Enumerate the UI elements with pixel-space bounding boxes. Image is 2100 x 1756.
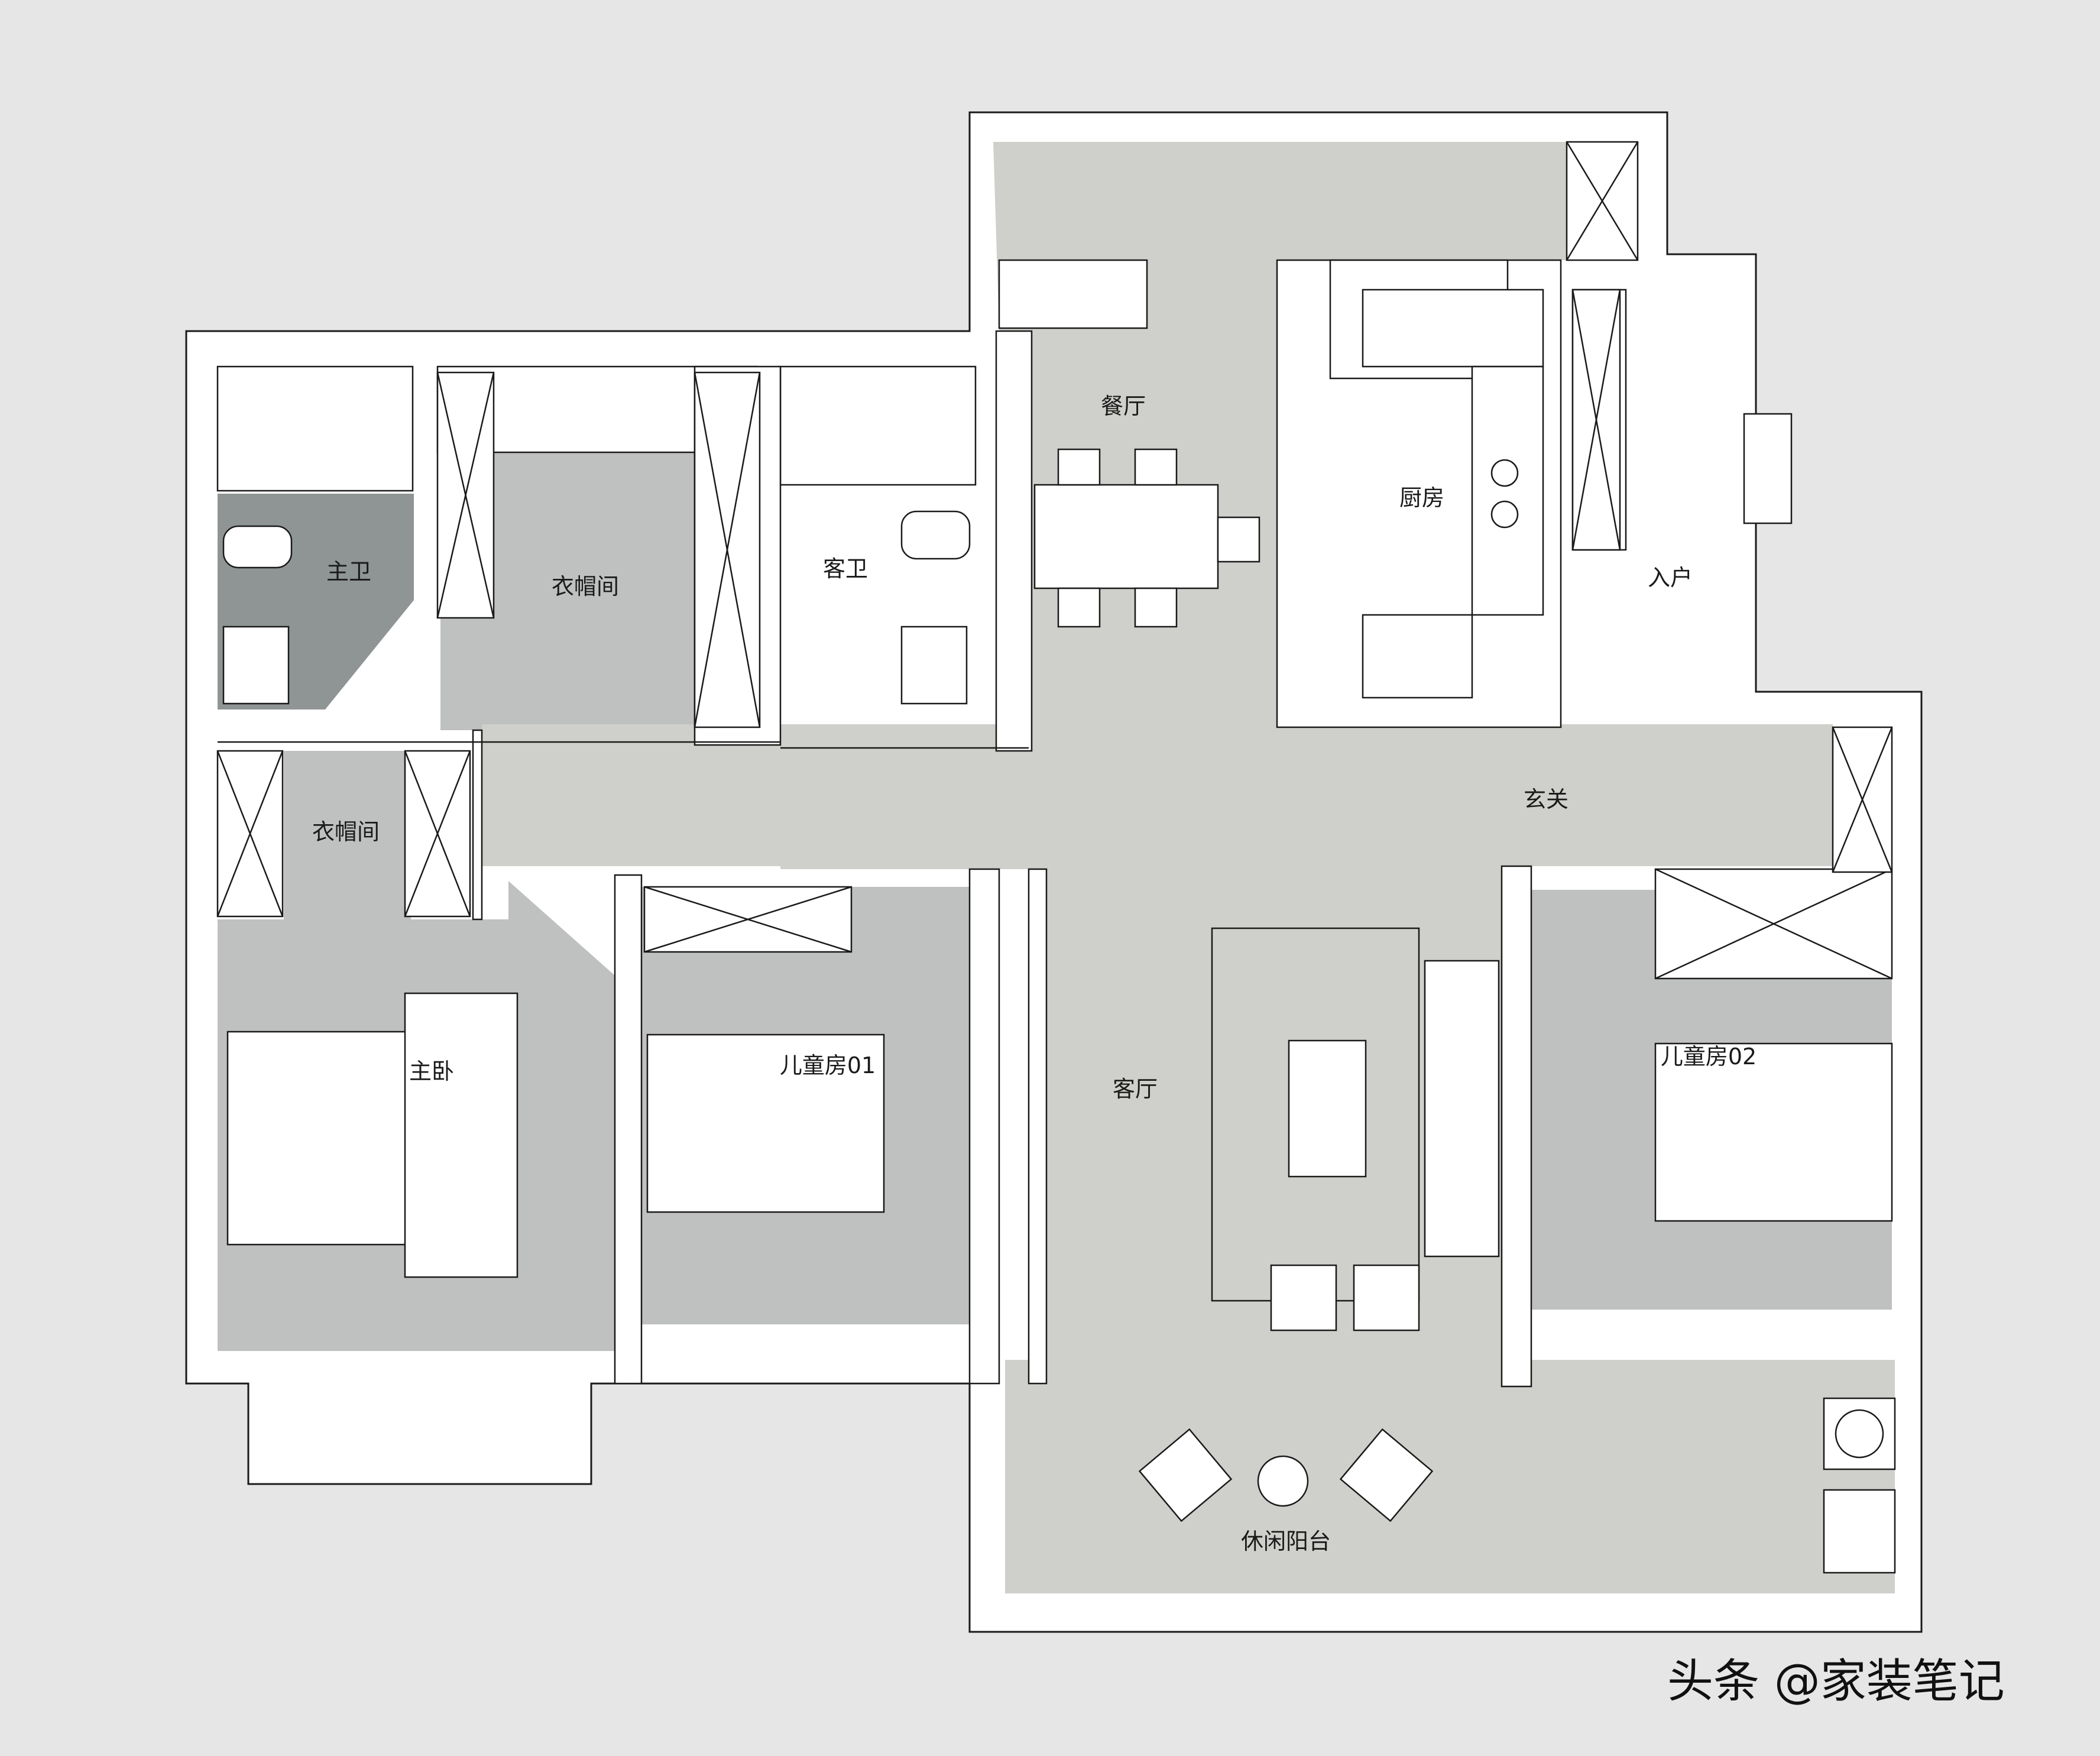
kids-bed-1 [646,1033,885,1213]
dining-table [1033,484,1219,589]
label-guest-bath: 客卫 [823,556,868,582]
watermark-text: 头条 @家装笔记 [1667,1655,2005,1708]
bar-counter [998,259,1148,329]
kids-bed-2 [1654,1042,1893,1222]
label-master-bath: 主卫 [326,559,371,585]
label-entry: 入户 [1648,565,1693,591]
label-living: 客厅 [1113,1076,1158,1102]
room-labels: 主卫 衣帽间 客卫 餐厅 厨房 入户 玄关 衣帽间 主卧 儿童房01 客厅 儿童… [312,393,1757,1554]
coffee-table [1288,1039,1367,1178]
label-leisure-balcony: 休闲阳台 [1241,1528,1331,1554]
label-foyer: 玄关 [1524,786,1568,812]
label-master-bedroom: 主卧 [409,1058,454,1084]
furniture [222,259,1896,1574]
label-kitchen: 厨房 [1399,485,1444,511]
label-kids-room-2: 儿童房02 [1661,1044,1757,1070]
label-walk-in-closet-1: 衣帽间 [552,574,619,600]
label-kids-room-1: 儿童房01 [780,1052,876,1078]
label-dining: 餐厅 [1101,393,1146,419]
sofa [1424,960,1500,1258]
cabinets [216,141,1893,980]
label-walk-in-closet-2: 衣帽间 [312,819,380,845]
